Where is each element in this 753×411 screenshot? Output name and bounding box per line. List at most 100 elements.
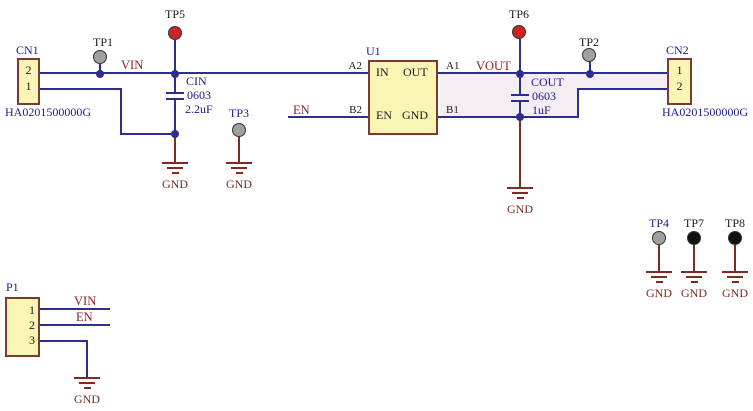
tp8-gnd-stem bbox=[734, 245, 736, 271]
cout-plate-bottom bbox=[511, 100, 529, 102]
cn2-part-number: HA0201500000G bbox=[662, 105, 748, 119]
u1-ref: U1 bbox=[366, 44, 381, 58]
highlight-region bbox=[579, 74, 667, 89]
cout-plate-top bbox=[511, 94, 529, 96]
cout-lead-bottom bbox=[519, 102, 521, 119]
cout-lead-top bbox=[519, 72, 521, 94]
wire-vout-rail bbox=[438, 72, 667, 74]
cout-footprint: 0603 bbox=[532, 89, 556, 103]
net-label-p1-vin: VIN bbox=[74, 294, 97, 308]
u1-pin-number-a1: A1 bbox=[446, 60, 460, 72]
wire-cn2-pin2-riser bbox=[577, 88, 579, 118]
junction-dot bbox=[171, 130, 179, 138]
cn2-pin-1: 1 bbox=[676, 63, 683, 77]
tp2-testpoint bbox=[582, 48, 596, 62]
cn1-pin-2: 2 bbox=[25, 63, 32, 77]
cn1-pin-1: 1 bbox=[25, 79, 32, 93]
junction-dot bbox=[96, 70, 104, 78]
junction-dot bbox=[516, 70, 524, 78]
wire-en bbox=[288, 116, 368, 118]
tp4-label: TP4 bbox=[648, 216, 669, 230]
cin-lead-top bbox=[174, 72, 176, 92]
p1-pin-1: 1 bbox=[29, 303, 35, 317]
tp7-gnd-stem bbox=[693, 245, 695, 271]
tp4-gnd-stem bbox=[658, 245, 660, 271]
wire-p1-gnd-drop bbox=[86, 340, 88, 379]
tp2-stem bbox=[589, 61, 591, 74]
cin-plate-bottom bbox=[166, 98, 184, 100]
gnd-label: GND bbox=[507, 202, 533, 216]
tp1-testpoint bbox=[93, 50, 107, 64]
highlight-region bbox=[440, 74, 579, 117]
tp2-label: TP2 bbox=[578, 35, 599, 49]
u1-pin-gnd: GND bbox=[402, 108, 428, 122]
net-label-vout: VOUT bbox=[476, 59, 511, 73]
tp8-label: TP8 bbox=[724, 216, 745, 230]
cn1-ref: CN1 bbox=[16, 43, 39, 57]
tp7-testpoint bbox=[687, 231, 701, 245]
header-p1 bbox=[5, 297, 40, 357]
net-label-p1-en: EN bbox=[76, 310, 93, 324]
ground-symbol bbox=[224, 162, 254, 177]
ground-symbol bbox=[720, 271, 750, 286]
u1-pin-en: EN bbox=[376, 108, 392, 122]
wire-cn1-pin1 bbox=[40, 88, 122, 90]
tp3-gnd-stem bbox=[238, 137, 240, 162]
tp4-testpoint bbox=[652, 231, 666, 245]
cin-lead-bottom bbox=[174, 100, 176, 135]
p1-pin-3: 3 bbox=[29, 333, 35, 347]
ground-symbol bbox=[505, 187, 535, 202]
ground-symbol bbox=[160, 162, 190, 177]
u1-pin-out: OUT bbox=[403, 65, 428, 79]
p1-ref: P1 bbox=[6, 280, 19, 294]
junction-dot bbox=[171, 70, 179, 78]
wire-cn1-pin1-to-cin bbox=[120, 133, 176, 135]
tp1-label: TP1 bbox=[92, 35, 113, 49]
gnd-label: GND bbox=[646, 286, 672, 300]
u1-pin-number-b2: B2 bbox=[349, 104, 362, 116]
tp5-testpoint bbox=[168, 26, 182, 40]
tp5-stem bbox=[174, 40, 176, 74]
wire-p1-en bbox=[40, 324, 110, 326]
tp3-label: TP3 bbox=[228, 106, 249, 120]
wire-u1-gnd bbox=[438, 116, 579, 118]
junction-dot bbox=[516, 113, 524, 121]
gnd-label: GND bbox=[681, 286, 707, 300]
tp5-label: TP5 bbox=[164, 7, 185, 21]
wire-p1-vin bbox=[40, 308, 110, 310]
tp3-testpoint bbox=[232, 123, 246, 137]
cout-ref: COUT bbox=[531, 75, 564, 89]
gnd-label: GND bbox=[74, 392, 100, 406]
junction-dot bbox=[586, 70, 594, 78]
cn2-pin-2: 2 bbox=[676, 79, 683, 93]
wire-cn1-pin1-drop bbox=[120, 88, 122, 135]
cin-value: 2.2uF bbox=[185, 102, 213, 116]
connector-cn2 bbox=[667, 58, 692, 105]
tp7-label: TP7 bbox=[683, 216, 704, 230]
cout-gnd-stem bbox=[519, 117, 521, 187]
gnd-label: GND bbox=[226, 177, 252, 191]
wire-p1-gnd bbox=[40, 340, 88, 342]
tp6-testpoint bbox=[512, 25, 526, 39]
tp6-label: TP6 bbox=[508, 7, 529, 21]
ground-symbol bbox=[679, 271, 709, 286]
u1-pin-number-b1: B1 bbox=[446, 104, 459, 116]
connector-cn1 bbox=[17, 58, 40, 105]
net-label-en: EN bbox=[293, 103, 310, 117]
cin-gnd-stem bbox=[174, 134, 176, 162]
ground-symbol bbox=[644, 271, 674, 286]
ground-symbol bbox=[72, 377, 102, 392]
wire-vin-rail bbox=[40, 72, 368, 74]
cn2-ref: CN2 bbox=[666, 43, 689, 57]
ic-u1 bbox=[368, 60, 438, 135]
tp8-testpoint bbox=[728, 231, 742, 245]
gnd-label: GND bbox=[722, 286, 748, 300]
cout-value: 1uF bbox=[532, 103, 551, 117]
tp1-stem bbox=[99, 64, 101, 74]
u1-pin-number-a2: A2 bbox=[348, 60, 362, 72]
gnd-label: GND bbox=[162, 177, 188, 191]
cn1-part-number: HA0201500000G bbox=[5, 105, 91, 119]
cin-footprint: 0603 bbox=[187, 88, 211, 102]
tp6-stem bbox=[519, 39, 521, 74]
